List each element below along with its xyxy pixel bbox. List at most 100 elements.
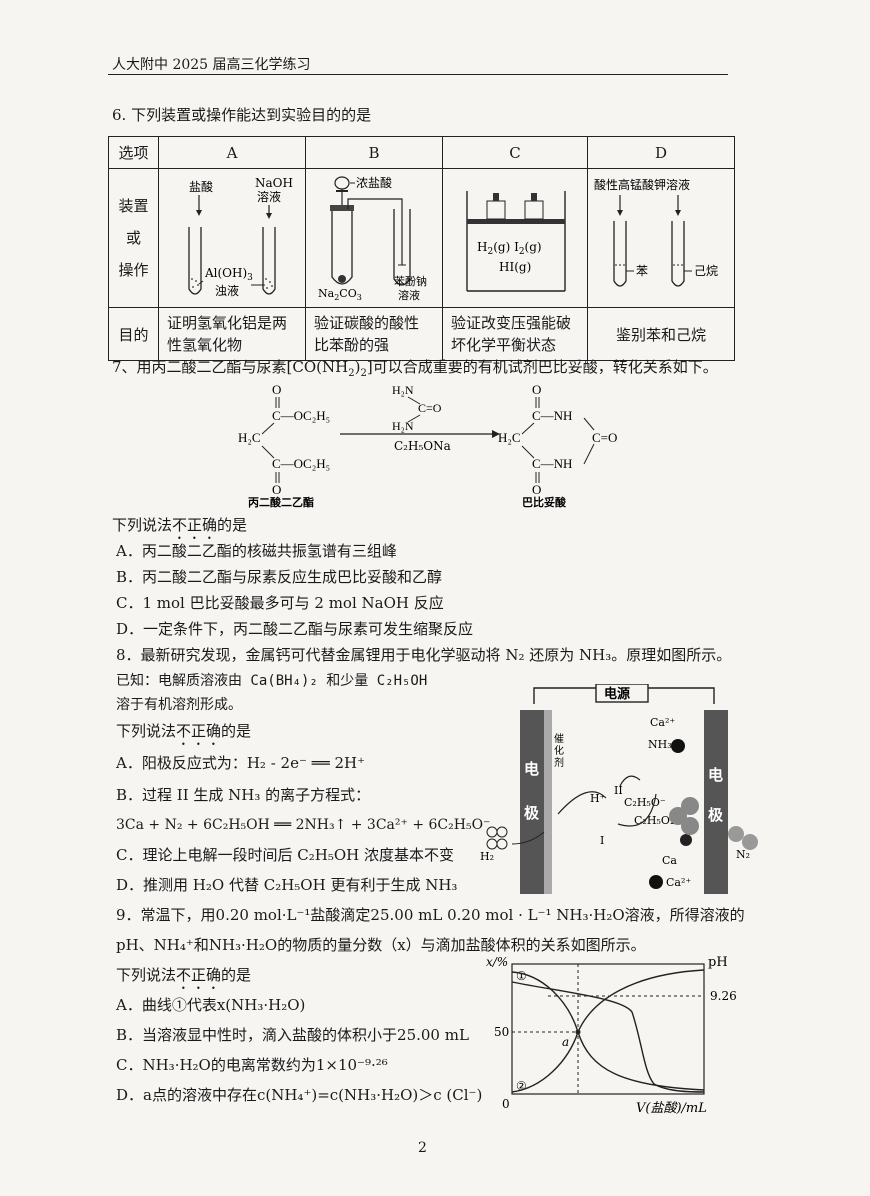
svg-text:O: O	[272, 482, 281, 497]
svg-text:极: 极	[708, 806, 724, 824]
svg-text:C—OC₂H₅: C—OC₂H₅	[272, 456, 330, 471]
svg-text:H₂N: H₂N	[392, 383, 414, 397]
x-axis-label: V(盐酸)/mL	[636, 1101, 707, 1116]
apparatus-a-drawing: 盐酸 NaOH 溶液 Al(OH)3 浊液	[188, 176, 293, 298]
q7-question: 下列说法不正确的是	[112, 516, 248, 534]
y2-axis-label: pH	[708, 955, 728, 970]
h2-label: H₂	[480, 850, 494, 863]
svg-text:化: 化	[554, 744, 564, 757]
q7-stem: 7、用丙二酸二乙酯与尿素[CO(NH2)2]可以合成重要的有机试剂巴比妥酸，转化…	[112, 358, 718, 379]
q7-choice-a: A．丙二酸二乙酯的核磁共振氢谱有三组峰	[116, 542, 397, 560]
ethanol-label: C₂H₅OH	[634, 814, 679, 827]
svg-text:剂: 剂	[554, 756, 564, 769]
q8-electrolysis-diagram: 电源 电 极 电 极 催 化 剂 H⁺ C₂H₅O⁻ II I C₂H₅OH C…	[480, 684, 758, 894]
q7-choice-d: D．一定条件下，丙二酸二乙酯与尿素可发生缩聚反应	[116, 620, 474, 638]
ca2-bottom-label: Ca²⁺	[666, 876, 691, 889]
a-label-hcl: 盐酸	[189, 179, 213, 194]
apparatus-b: 浓盐酸 Na2CO3 苯酚钠 溶液	[305, 168, 443, 308]
a-label-naoh: NaOH	[255, 176, 293, 190]
n2-label: N₂	[736, 848, 750, 861]
svg-text:O: O	[272, 382, 281, 397]
svg-text:C=O: C=O	[418, 401, 442, 415]
row-apparatus-label: 装置 或 操作	[108, 168, 159, 308]
q8-known-1: 已知：电解质溶液由 Ca(BH₄)₂ 和少量 C₂H₅OH	[116, 673, 428, 689]
option-a-header: A	[158, 136, 306, 169]
q9-choice-a: A．曲线①代表x(NH₃·H₂O)	[116, 996, 306, 1014]
q9-choice-b: B．当溶液显中性时，滴入盐酸的体积小于25.00 mL	[116, 1026, 469, 1044]
ph-mark: 9.26	[710, 989, 737, 1003]
q8-choice-a: A．阳极反应式为：H₂ - 2e⁻ ══ 2H⁺	[116, 754, 366, 772]
catalyst-label: 催	[554, 732, 564, 745]
svg-text:H₂C: H₂C	[238, 430, 261, 445]
apparatus-c-drawing: H2(g) I2(g) HI(g)	[466, 191, 566, 292]
origin-label: 0	[502, 1097, 510, 1111]
h-plus-label: H⁺	[590, 792, 606, 805]
curve-1-label: ①	[516, 969, 527, 983]
apparatus-d-drawing: 酸性高锰酸钾溶液 苯 己烷	[594, 177, 718, 287]
q9-question: 下列说法不正确的是	[116, 966, 252, 984]
nh3-label: NH₃	[648, 738, 672, 751]
svg-text:C—OC₂H₅: C—OC₂H₅	[272, 408, 330, 423]
q8-choice-b: B．过程 II 生成 NH₃ 的离子方程式：	[116, 786, 371, 804]
q9-stem-1: 9．常温下，用0.20 mol·L⁻¹盐酸滴定25.00 mL 0.20 mol…	[116, 906, 745, 924]
c-label-h2-i2: H2(g) I2(g)	[477, 240, 542, 257]
c-label-hi: HI(g)	[499, 260, 531, 274]
power-label: 电源	[604, 686, 630, 702]
process-ii-label: II	[614, 784, 623, 797]
a-label-suspension: 浊液	[215, 283, 239, 298]
purpose-b: 验证碳酸的酸性比苯酚的强	[305, 307, 443, 361]
option-d-header: D	[587, 136, 735, 169]
d-label-kmno4: 酸性高锰酸钾溶液	[594, 177, 690, 192]
page-number: 2	[418, 1140, 427, 1156]
purpose-c: 验证改变压强能破坏化学平衡状态	[442, 307, 588, 361]
col-label: 选项	[108, 136, 159, 169]
d-label-hexane: 己烷	[694, 264, 718, 278]
q7-choice-b: B．丙二酸二乙酯与尿素反应生成巴比妥酸和乙醇	[116, 568, 443, 586]
q8-stem: 8．最新研究发现，金属钙可代替金属锂用于电化学驱动将 N₂ 还原为 NH₃。原理…	[116, 646, 732, 664]
ph-curve	[511, 981, 705, 1093]
q6-stem: 6. 下列装置或操作能达到实验目的的是	[112, 106, 372, 124]
b-label-hcl: 浓盐酸	[356, 175, 392, 190]
curve-2-label: ②	[516, 1079, 527, 1093]
curve-1	[511, 971, 705, 1091]
process-i-label: I	[600, 834, 604, 847]
y-axis-label: x/%	[486, 955, 508, 969]
left-electrode-label: 电	[524, 760, 539, 778]
q8-equation: 3Ca + N₂ + 6C₂H₅OH ══ 2NH₃↑ + 3Ca²⁺ + 6C…	[116, 817, 491, 833]
row-apparatus-1: 装置	[118, 197, 149, 215]
row-purpose-label: 目的	[108, 307, 159, 361]
svg-text:O: O	[532, 382, 541, 397]
right-electrode-label: 电	[708, 766, 723, 784]
reactant-name: 丙二酸二乙酯	[248, 495, 314, 509]
q8-choice-c: C．理论上电解一段时间后 C₂H₅OH 浓度基本不变	[116, 846, 454, 864]
row-apparatus-2: 或	[125, 229, 141, 247]
q7-reaction-scheme: O C—OC₂H₅ H₂C C—OC₂H₅ O 丙二酸二乙酯 H₂N C=O H…	[238, 382, 617, 509]
q9-choice-d: D．a点的溶液中存在c(NH₄⁺)=c(NH₃·H₂O)＞c (Cl⁻)	[116, 1086, 483, 1104]
purpose-a: 证明氢氧化铝是两性氢氧化物	[158, 307, 306, 361]
q7-choice-c: C．1 mol 巴比妥酸最多可与 2 mol NaOH 反应	[116, 594, 444, 612]
svg-text:H₂N: H₂N	[392, 419, 414, 433]
ca-label: Ca	[662, 854, 677, 867]
option-c-header: C	[442, 136, 588, 169]
q6-table: 选项 A B C D 装置 或 操作 盐酸 NaOH 溶液	[108, 136, 735, 361]
svg-text:H₂C: H₂C	[498, 430, 521, 445]
q8-known-2: 溶于有机溶剂形成。	[116, 697, 242, 713]
page-header: 人大附中 2025 届高三化学练习	[112, 57, 311, 73]
option-b-header: B	[305, 136, 443, 169]
svg-text:C—NH: C—NH	[532, 456, 572, 471]
apparatus-b-drawing: 浓盐酸 Na2CO3 苯酚钠 溶液	[318, 175, 427, 302]
q9-titration-chart: x/% pH 50 0 9.26 a ① ② V(盐酸)/mL	[486, 955, 737, 1116]
q8-choice-d: D．推测用 H₂O 代替 C₂H₅OH 更有利于生成 NH₃	[116, 876, 458, 894]
apparatus-a: 盐酸 NaOH 溶液 Al(OH)3 浊液	[158, 168, 306, 308]
header-divider	[108, 74, 728, 75]
a-label-aloh3: Al(OH)3	[204, 266, 253, 283]
ethoxide-label: C₂H₅O⁻	[624, 796, 666, 809]
point-a-label: a	[562, 1035, 569, 1049]
q9-stem-2: pH、NH₄⁺和NH₃·H₂O的物质的量分数（x）与滴加盐酸体积的关系如图所示。	[116, 936, 646, 954]
y-tick-50: 50	[494, 1025, 509, 1039]
a-label-solution: 溶液	[257, 189, 281, 204]
curve-2	[511, 969, 705, 1093]
b-label-na2co3: Na2CO3	[318, 287, 362, 302]
svg-text:C=O: C=O	[592, 430, 617, 445]
svg-text:O: O	[532, 482, 541, 497]
